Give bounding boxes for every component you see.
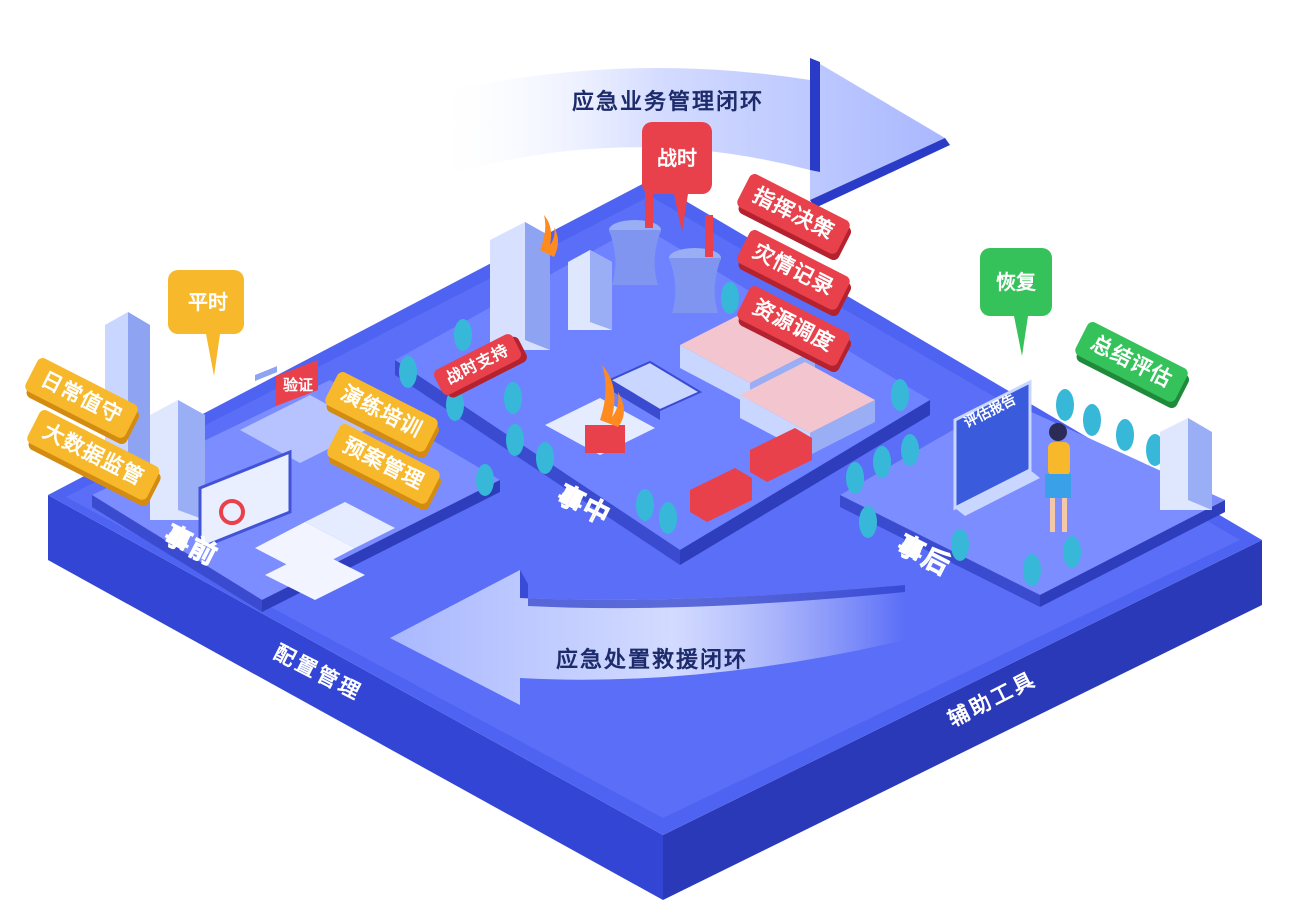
- cooling-towers: [609, 188, 721, 313]
- pin-peacetime-label: 平时: [188, 290, 228, 314]
- pin-wartime: [642, 122, 712, 232]
- gas-station: [545, 365, 655, 455]
- tall-building: [490, 215, 612, 350]
- warehouses: [680, 312, 875, 455]
- verify-label: 验证: [283, 376, 314, 394]
- pin-recovery: [980, 248, 1052, 356]
- pin-peacetime: [168, 270, 244, 376]
- top-loop-title: 应急业务管理闭环: [572, 90, 765, 115]
- bottom-loop-arrow: [390, 570, 905, 705]
- verify-sign: [276, 360, 318, 406]
- desk-grid: [255, 502, 395, 600]
- monitor-screen: [198, 366, 292, 551]
- pin-recovery-label: 恢复: [996, 270, 1036, 294]
- person-figure: [1045, 423, 1071, 532]
- pin-wartime-label: 战时: [657, 146, 697, 170]
- bottom-loop-title: 应急处置救援闭环: [556, 648, 749, 673]
- fire-trucks: [690, 428, 812, 522]
- left-buildings: [105, 312, 205, 520]
- report-board: [953, 379, 1040, 516]
- trees: [399, 282, 1164, 586]
- right-building: [1160, 418, 1212, 510]
- train: [607, 360, 703, 420]
- after-platform: [840, 400, 1225, 607]
